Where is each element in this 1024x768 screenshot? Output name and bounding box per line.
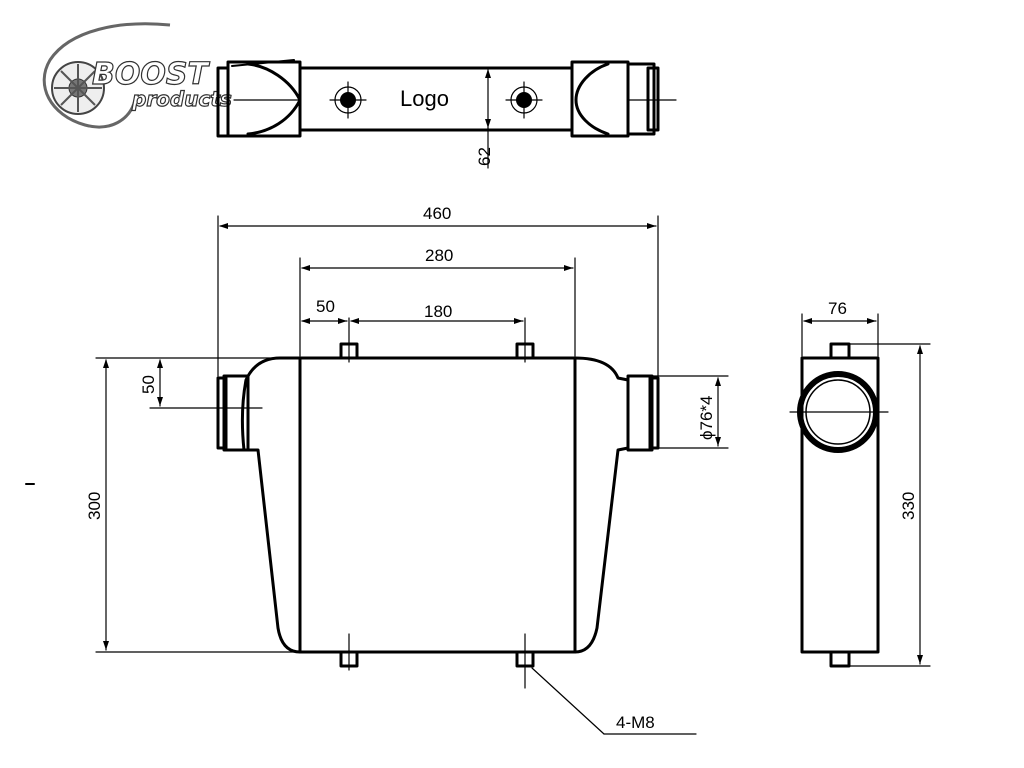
callout-bolts: 4-M8 [616, 713, 655, 732]
bolt-stud [829, 650, 851, 668]
dim-pipe-diameter: ϕ76*4 [697, 395, 716, 440]
brand-logo-line1: BOOST [92, 57, 210, 92]
side-view: 76 330 [789, 299, 931, 668]
dim-side-depth: 76 [828, 299, 847, 318]
brand-logo: BOOST products [42, 22, 232, 129]
dim-top-height: 62 [475, 147, 494, 166]
turbo-swirl-icon [42, 22, 171, 129]
front-view: 460 280 50 180 50 300 ϕ76*4 4-M8 [25, 204, 729, 735]
mount-nut-icon [505, 81, 543, 119]
dim-core-width: 280 [425, 246, 453, 265]
dim-front-height: 300 [85, 492, 104, 520]
bolt-stud [829, 342, 851, 360]
top-view: Logo 62 [216, 59, 677, 169]
dim-overall-width: 460 [423, 204, 451, 223]
dim-side-height: 330 [899, 492, 918, 520]
dim-bolt-spacing: 180 [424, 302, 452, 321]
dim-bolt-offset: 50 [316, 297, 335, 316]
dim-inlet-offset: 50 [139, 375, 158, 394]
brand-logo-line2: products [131, 87, 232, 111]
logo-placeholder-label: Logo [400, 86, 449, 111]
mount-nut-icon [329, 81, 367, 119]
